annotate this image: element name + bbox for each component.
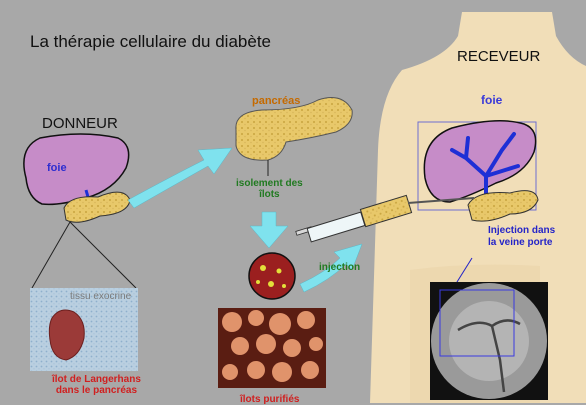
donor-liver-label: foie xyxy=(47,162,67,174)
islet-cell xyxy=(256,280,260,284)
recipient-heading: RECEVEUR xyxy=(457,48,540,65)
donor-heading: DONNEUR xyxy=(42,115,118,132)
recipient-liver-label: foie xyxy=(481,93,502,107)
islet-cell xyxy=(282,284,286,288)
islet-cell xyxy=(260,265,266,271)
injection-label: injection xyxy=(319,262,360,273)
portal-vein-injection-line1: Injection dans xyxy=(488,225,555,237)
zoom-line-right xyxy=(70,222,136,288)
angiography-image xyxy=(430,282,548,400)
langerhans-islet-line1: îlot de Langerhans xyxy=(52,374,141,385)
islet-cell xyxy=(277,269,282,274)
exocrine-tissue-label: tissu exocrine xyxy=(70,291,131,302)
portal-vein-injection-line2: la veine porte xyxy=(488,237,555,249)
diagram-title: La thérapie cellulaire du diabète xyxy=(30,32,271,52)
arrow-donor-to-pancreas xyxy=(128,148,232,208)
arrow-pancreas-to-islets xyxy=(250,212,288,248)
isolation-label-line2: îlots xyxy=(236,189,303,200)
purified-islets-label: îlots purifiés xyxy=(240,394,299,405)
langerhans-islet-line2: dans le pancréas xyxy=(52,385,141,396)
zoom-line-left xyxy=(32,222,70,288)
isolation-label-line1: isolement des xyxy=(236,178,303,189)
islet-cell xyxy=(268,281,274,287)
langerhans-islet-label: îlot de Langerhans dans le pancréas xyxy=(52,374,141,396)
pancreas-label: pancréas xyxy=(252,95,300,107)
isolation-label: isolement des îlots xyxy=(236,178,303,200)
islets-sphere xyxy=(249,253,295,299)
portal-vein-injection-label: Injection dans la veine porte xyxy=(488,225,555,249)
